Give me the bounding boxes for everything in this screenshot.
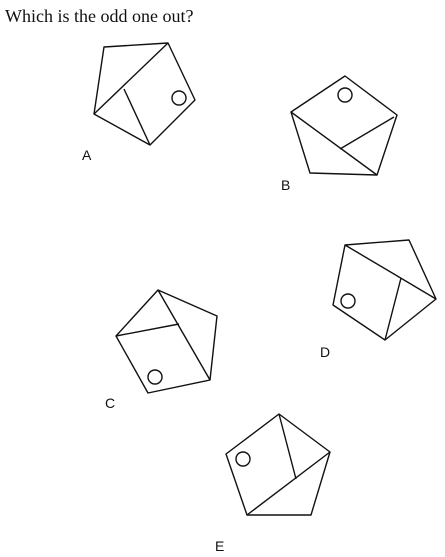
option-d-circle — [340, 293, 356, 309]
option-a-label: A — [82, 147, 92, 163]
option-b-label: B — [281, 177, 290, 193]
option-c-label: C — [105, 395, 115, 411]
option-a-shape[interactable] — [93, 42, 196, 146]
option-a-diagonal-line — [93, 42, 169, 115]
option-d-diagonal-line — [344, 244, 437, 300]
option-e-circle — [235, 451, 251, 467]
option-d-pentagon — [332, 239, 437, 341]
option-e-pentagon — [225, 413, 331, 516]
option-e-inner-line — [278, 413, 297, 480]
option-e-label: E — [215, 538, 224, 554]
option-b-diagonal-line — [290, 111, 378, 176]
option-a-inner-line — [123, 88, 151, 146]
option-b-shape[interactable] — [290, 75, 398, 176]
question-text: Which is the odd one out? — [5, 6, 194, 26]
option-d-shape[interactable] — [332, 239, 437, 341]
option-c-shape[interactable] — [115, 289, 218, 394]
option-b-inner-line — [339, 116, 395, 150]
option-d-label: D — [320, 344, 330, 360]
option-c-diagonal-line — [157, 289, 211, 381]
option-c-pentagon — [115, 289, 218, 394]
option-e-diagonal-line — [246, 451, 331, 516]
option-b-circle — [337, 87, 353, 103]
option-a-circle — [171, 90, 187, 106]
option-a-pentagon — [93, 42, 196, 146]
option-d-inner-line — [384, 277, 402, 341]
option-c-circle — [147, 369, 163, 385]
option-b-pentagon — [290, 75, 398, 176]
option-c-inner-line — [115, 323, 180, 337]
option-e-shape[interactable] — [225, 413, 331, 516]
